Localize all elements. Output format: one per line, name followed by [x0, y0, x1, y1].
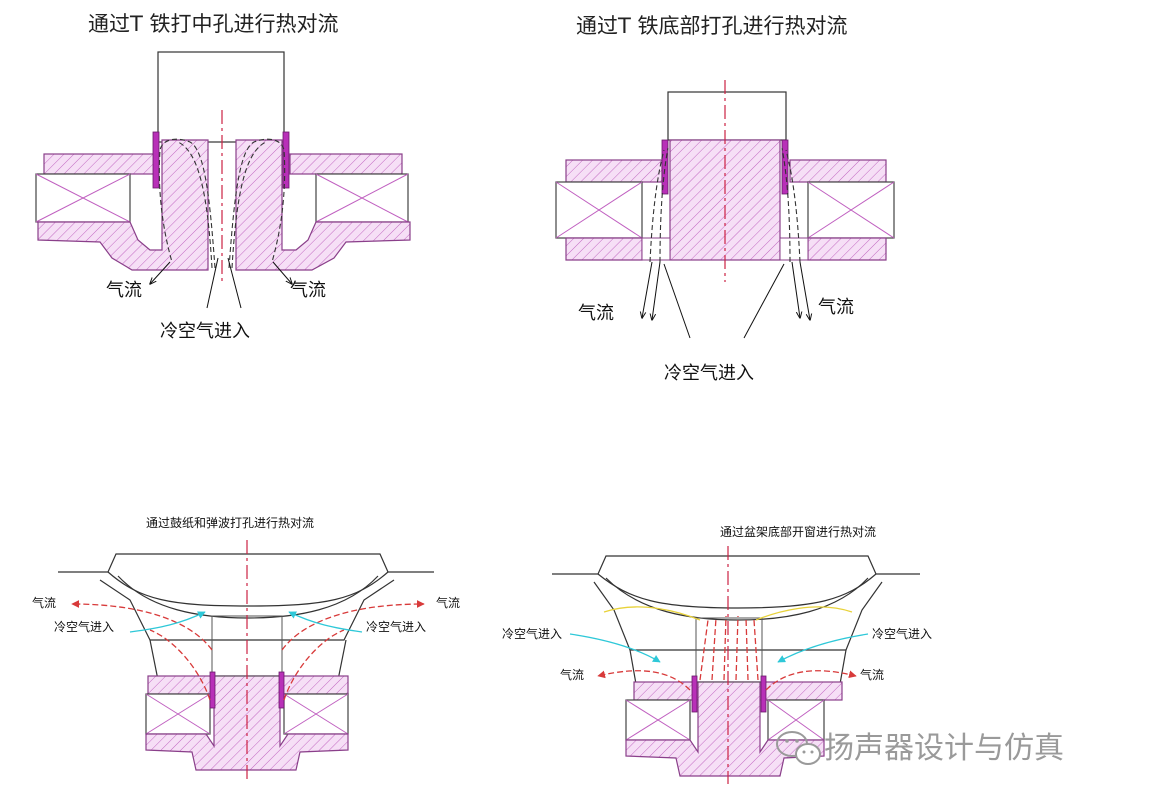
voice-coil-left — [152, 131, 160, 189]
back-plate-left — [565, 237, 643, 261]
voice-coil-right — [282, 131, 290, 189]
watermark: 扬声器设计与仿真 — [776, 731, 1064, 766]
top-plate-right — [789, 159, 887, 183]
t-yoke — [625, 681, 825, 777]
voice-coil-left — [691, 675, 698, 713]
top-plate-left — [43, 153, 157, 175]
diagram-bottom-left: 通过鼓纸和弹波打孔进行热对流 气流 气流 冷空气进入 冷空气进入 — [32, 516, 460, 780]
diagram-top-left: 通过T 铁打中孔进行热对流 气流 气流 冷空气进入 — [35, 12, 411, 342]
airflow-label-right: 气流 — [818, 297, 854, 318]
back-plate-right — [807, 237, 887, 261]
airflow-label-left: 气流 — [106, 280, 142, 301]
t-yoke-left — [37, 139, 209, 271]
voice-coil-left — [209, 671, 216, 709]
cold-air-label: 冷空气进入 — [160, 321, 250, 342]
airflow-label-left: 气流 — [578, 303, 614, 324]
cold-air-label: 冷空气进入 — [664, 363, 754, 384]
diagram-title: 通过T 铁底部打孔进行热对流 — [576, 14, 848, 38]
basket-rim — [552, 555, 920, 575]
voice-coil-left — [661, 139, 669, 195]
voice-coil-former — [695, 617, 763, 683]
voice-coil-former — [667, 91, 787, 141]
voice-coil-right — [278, 671, 285, 709]
top-plate-right — [289, 153, 403, 175]
airflow-label-left: 气流 — [32, 595, 56, 610]
cold-air-label-right: 冷空气进入 — [366, 619, 426, 634]
airflow-label-right: 气流 — [290, 280, 326, 301]
voice-coil-right — [760, 675, 767, 713]
basket-rim — [58, 553, 434, 573]
cold-air-label-left: 冷空气进入 — [502, 626, 562, 641]
diagram-title: 通过T 铁打中孔进行热对流 — [88, 12, 339, 36]
diagram-bottom-right: 通过盆架底部开窗进行热对流 冷空气进入 冷空气进入 气流 气流 — [502, 524, 932, 784]
top-plate-left — [565, 159, 663, 183]
cold-air-label-left: 冷空气进入 — [54, 619, 114, 634]
wechat-icon — [776, 731, 821, 765]
diagram-title: 通过盆架底部开窗进行热对流 — [720, 524, 876, 539]
airflow-label-right: 气流 — [860, 667, 884, 682]
watermark-text: 扬声器设计与仿真 — [824, 731, 1064, 766]
cold-air-label-right: 冷空气进入 — [872, 626, 932, 641]
diagram-title: 通过鼓纸和弹波打孔进行热对流 — [146, 516, 314, 530]
voice-coil-former — [157, 51, 285, 143]
voice-coil-right — [781, 139, 789, 195]
airflow-label-right: 气流 — [436, 595, 460, 610]
airflow-label-left: 气流 — [560, 667, 584, 682]
diagram-top-right: 通过T 铁底部打孔进行热对流 气流 气流 冷空气进入 — [555, 14, 895, 384]
t-yoke-right — [235, 139, 411, 271]
